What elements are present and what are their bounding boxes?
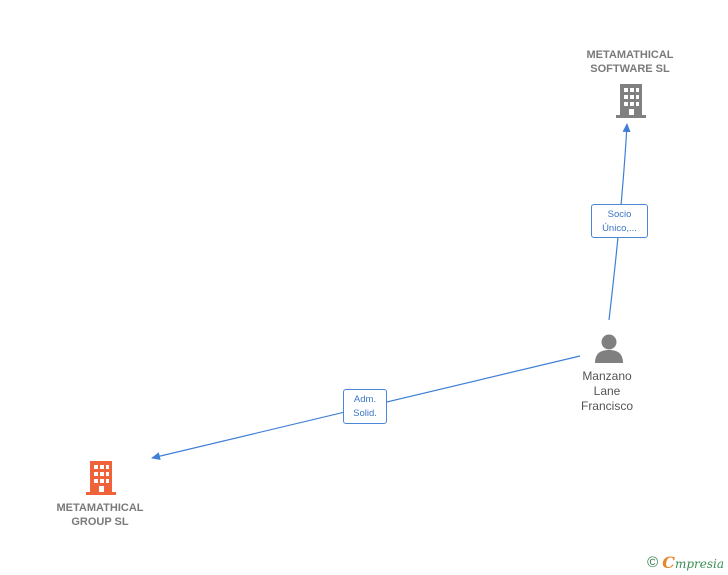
node-label-software[interactable]: METAMATHICAL SOFTWARE SL	[586, 49, 674, 75]
node-label-group[interactable]: METAMATHICAL GROUP SL	[56, 502, 144, 528]
edge-label-adm[interactable]: Adm. Solid.	[343, 389, 387, 424]
brand-name: mpresia	[674, 557, 724, 571]
building-icon[interactable]	[616, 84, 646, 118]
edge-label-adm-line2: Solid.	[353, 408, 377, 419]
edge-label-adm-line1: Adm.	[353, 394, 377, 405]
copyright-icon: ©	[647, 554, 659, 571]
brand-initial: C	[662, 553, 675, 572]
edge-label-socio-line1: Socio	[607, 209, 632, 220]
node-label-person[interactable]: Manzano Lane Francisco	[580, 369, 633, 413]
person-icon[interactable]	[595, 334, 623, 364]
brand-logo: Cmpresia	[662, 553, 724, 572]
edge-label-socio-line2: Único,...	[602, 223, 637, 234]
brand-footer[interactable]: © Cmpresia	[647, 553, 724, 572]
edge-label-socio[interactable]: Socio Único,...	[591, 204, 648, 238]
building-icon[interactable]	[86, 461, 116, 495]
